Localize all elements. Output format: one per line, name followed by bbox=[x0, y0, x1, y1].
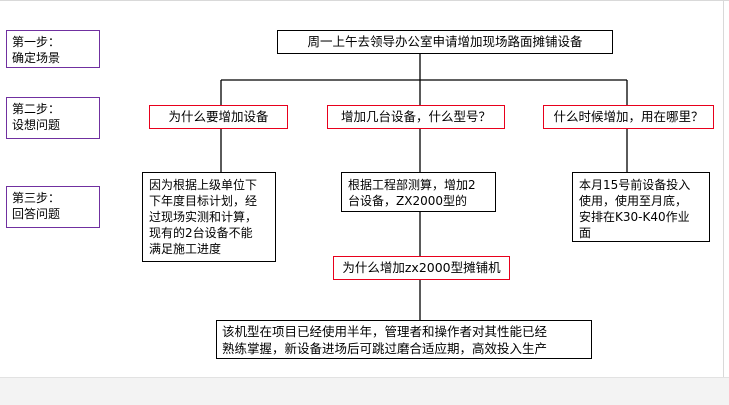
answer-how-many-box: 根据工程部测算，增加2 台设备，ZX2000型的 bbox=[341, 172, 496, 212]
answer-why-box: 因为根据上级单位下 下年度目标计划，经 过现场实测和计算， 现有的2台设备不能 … bbox=[142, 172, 276, 262]
right-border bbox=[723, 0, 724, 377]
question-how-many-box: 增加几台设备，什么型号？ bbox=[327, 105, 505, 129]
step-3-label: 第三步： 回答问题 bbox=[6, 186, 100, 228]
sub-answer-box: 该机型在项目已经使用半年，管理者和操作者对其性能已经 熟练掌握，新设备进场后可跳… bbox=[216, 320, 592, 359]
step-2-label: 第二步： 设想问题 bbox=[6, 97, 100, 139]
question-when-where-box: 什么时候增加，用在哪里？ bbox=[543, 105, 714, 129]
step-1-label: 第一步： 确定场景 bbox=[6, 30, 100, 68]
question-why-box: 为什么要增加设备 bbox=[149, 105, 288, 129]
scene-box: 周一上午去领导办公室申请增加现场路面摊铺设备 bbox=[277, 30, 613, 54]
bottom-strip bbox=[0, 377, 729, 405]
top-border bbox=[0, 0, 729, 1]
sub-question-box: 为什么增加zx2000型摊铺机 bbox=[333, 256, 510, 280]
answer-when-where-box: 本月15号前设备投入 使用，使用至月底， 安排在K30-K40作业 面 bbox=[572, 172, 710, 242]
